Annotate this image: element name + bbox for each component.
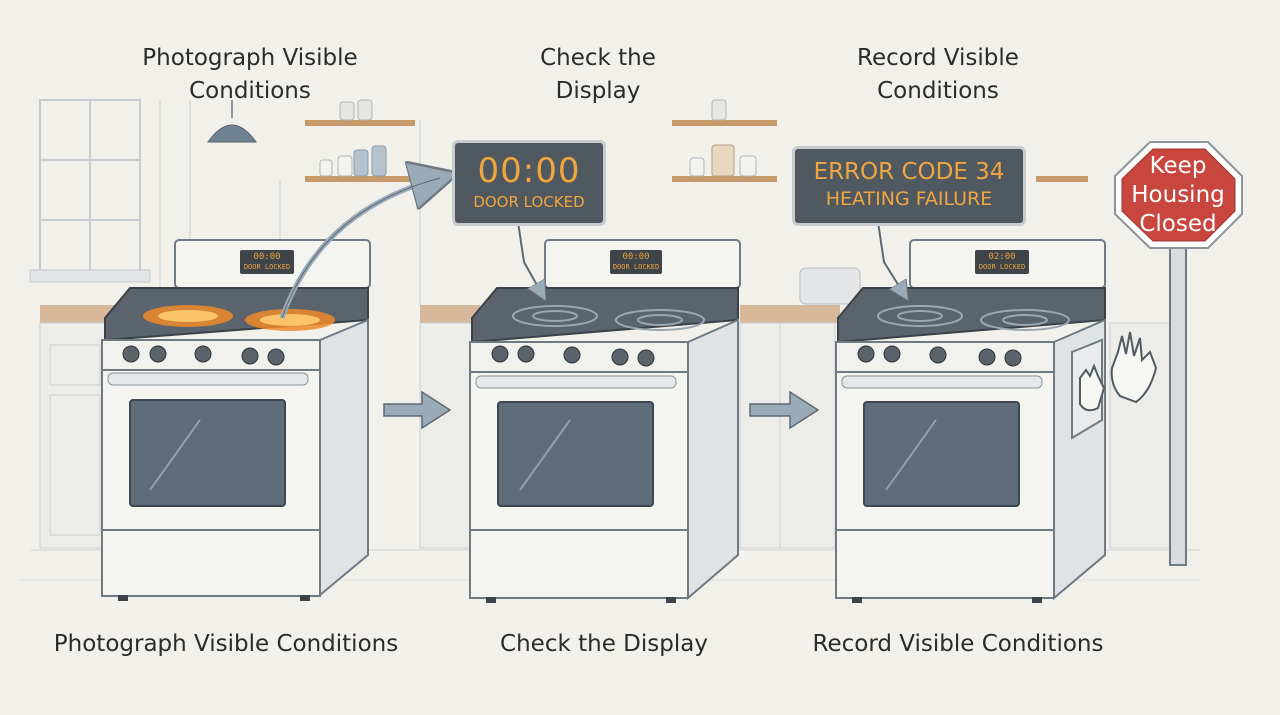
top-label-2: Check the Display	[540, 45, 656, 104]
stove-1	[101, 239, 371, 601]
stove-display-1: 00:00 DOOR LOCKED	[243, 252, 291, 271]
bottom-label-2: Check the Display	[500, 631, 708, 657]
stop-sign	[1114, 141, 1243, 566]
stove-3	[835, 239, 1106, 603]
top-label-1: Photograph Visible Conditions	[142, 45, 358, 104]
kitchen-background-3	[779, 176, 1200, 581]
stop-sign-text: Keep Housing Closed	[1131, 153, 1225, 237]
step-arrow-2	[749, 390, 820, 430]
bottom-label-3: Record Visible Conditions	[812, 631, 1104, 657]
error-callout: ERROR CODE 34 HEATING FAILURE	[792, 146, 1026, 226]
step-arrow-1	[383, 390, 452, 430]
stove-2	[469, 239, 741, 603]
hand-icon	[1079, 331, 1158, 412]
top-label-3: Record Visible Conditions	[857, 45, 1019, 104]
display-callout-1: 00:00 DOOR LOCKED	[452, 140, 606, 226]
bottom-label-1: Photograph Visible Conditions	[53, 631, 399, 657]
flame-burner-left	[143, 305, 233, 327]
flame-burner-right	[245, 309, 335, 331]
callout-pointer-2	[877, 221, 904, 294]
stove-display-3: 02:00 DOOR LOCKED	[978, 252, 1026, 271]
callout-pointer-1	[517, 221, 542, 294]
stove-display-2: 00:00 DOOR LOCKED	[612, 252, 660, 271]
